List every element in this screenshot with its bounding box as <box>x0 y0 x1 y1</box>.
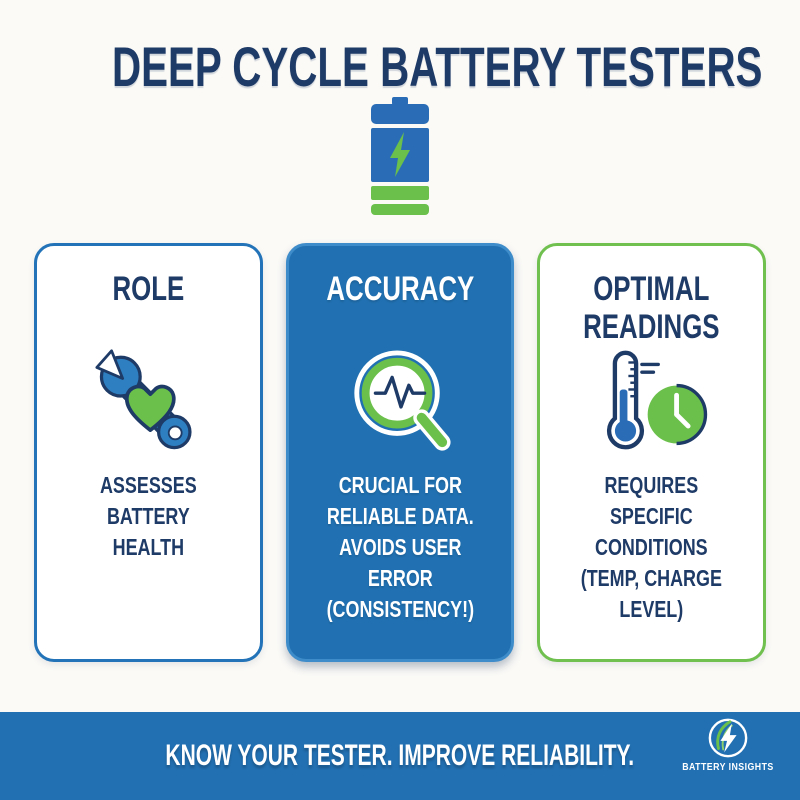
pulse-line <box>373 375 427 409</box>
card-role-title: ROLE <box>112 270 185 308</box>
thermometer-clock-icon <box>591 348 713 456</box>
brand-block: BATTERY INSIGHTS <box>672 717 784 773</box>
bolt-icon <box>720 723 737 753</box>
page-title: DEEP CYCLE BATTERY TESTERS <box>0 34 800 99</box>
battery-charging-icon <box>370 97 430 215</box>
bolt-leaf-circle-icon <box>708 718 748 758</box>
card-role: ROLE ASSESSES BATTERY HEALTH <box>34 243 263 662</box>
page-title-text: DEEP CYCLE BATTERY TESTERS <box>112 35 763 98</box>
card-optimal-readings-title: OPTIMAL READINGS <box>583 270 720 346</box>
card-accuracy: ACCURACY CRUCIAL FOR RELIABLE DATA. AVOI… <box>285 243 515 662</box>
card-accuracy-title: ACCURACY <box>326 270 474 308</box>
wrench-jaw-notch <box>95 349 125 380</box>
card-role-body: ASSESSES BATTERY HEALTH <box>99 472 197 560</box>
battery-charging-icon-svg <box>371 97 429 215</box>
magnifier-pulse-icon <box>346 348 454 456</box>
card-optimal-readings-body: REQUIRES SPECIFIC CONDITIONS (TEMP, CHAR… <box>581 472 723 622</box>
magnifier-handle <box>416 412 448 448</box>
card-optimal-readings: OPTIMAL READINGS <box>537 243 767 662</box>
heart-icon <box>125 384 176 432</box>
footer-tagline: KNOW YOUR TESTER. IMPROVE RELIABILITY. <box>165 739 635 772</box>
footer-band: KNOW YOUR TESTER. IMPROVE RELIABILITY. B… <box>0 712 800 800</box>
card-row: ROLE ASSESSES BATTERY HEALTH ACCURACY <box>34 243 767 662</box>
card-accuracy-body: CRUCIAL FOR RELIABLE DATA. AVOIDS USER E… <box>326 472 474 622</box>
brand-name: BATTERY INSIGHTS <box>682 762 774 773</box>
wrench-heart-icon <box>95 348 201 456</box>
bolt-icon <box>390 132 410 177</box>
